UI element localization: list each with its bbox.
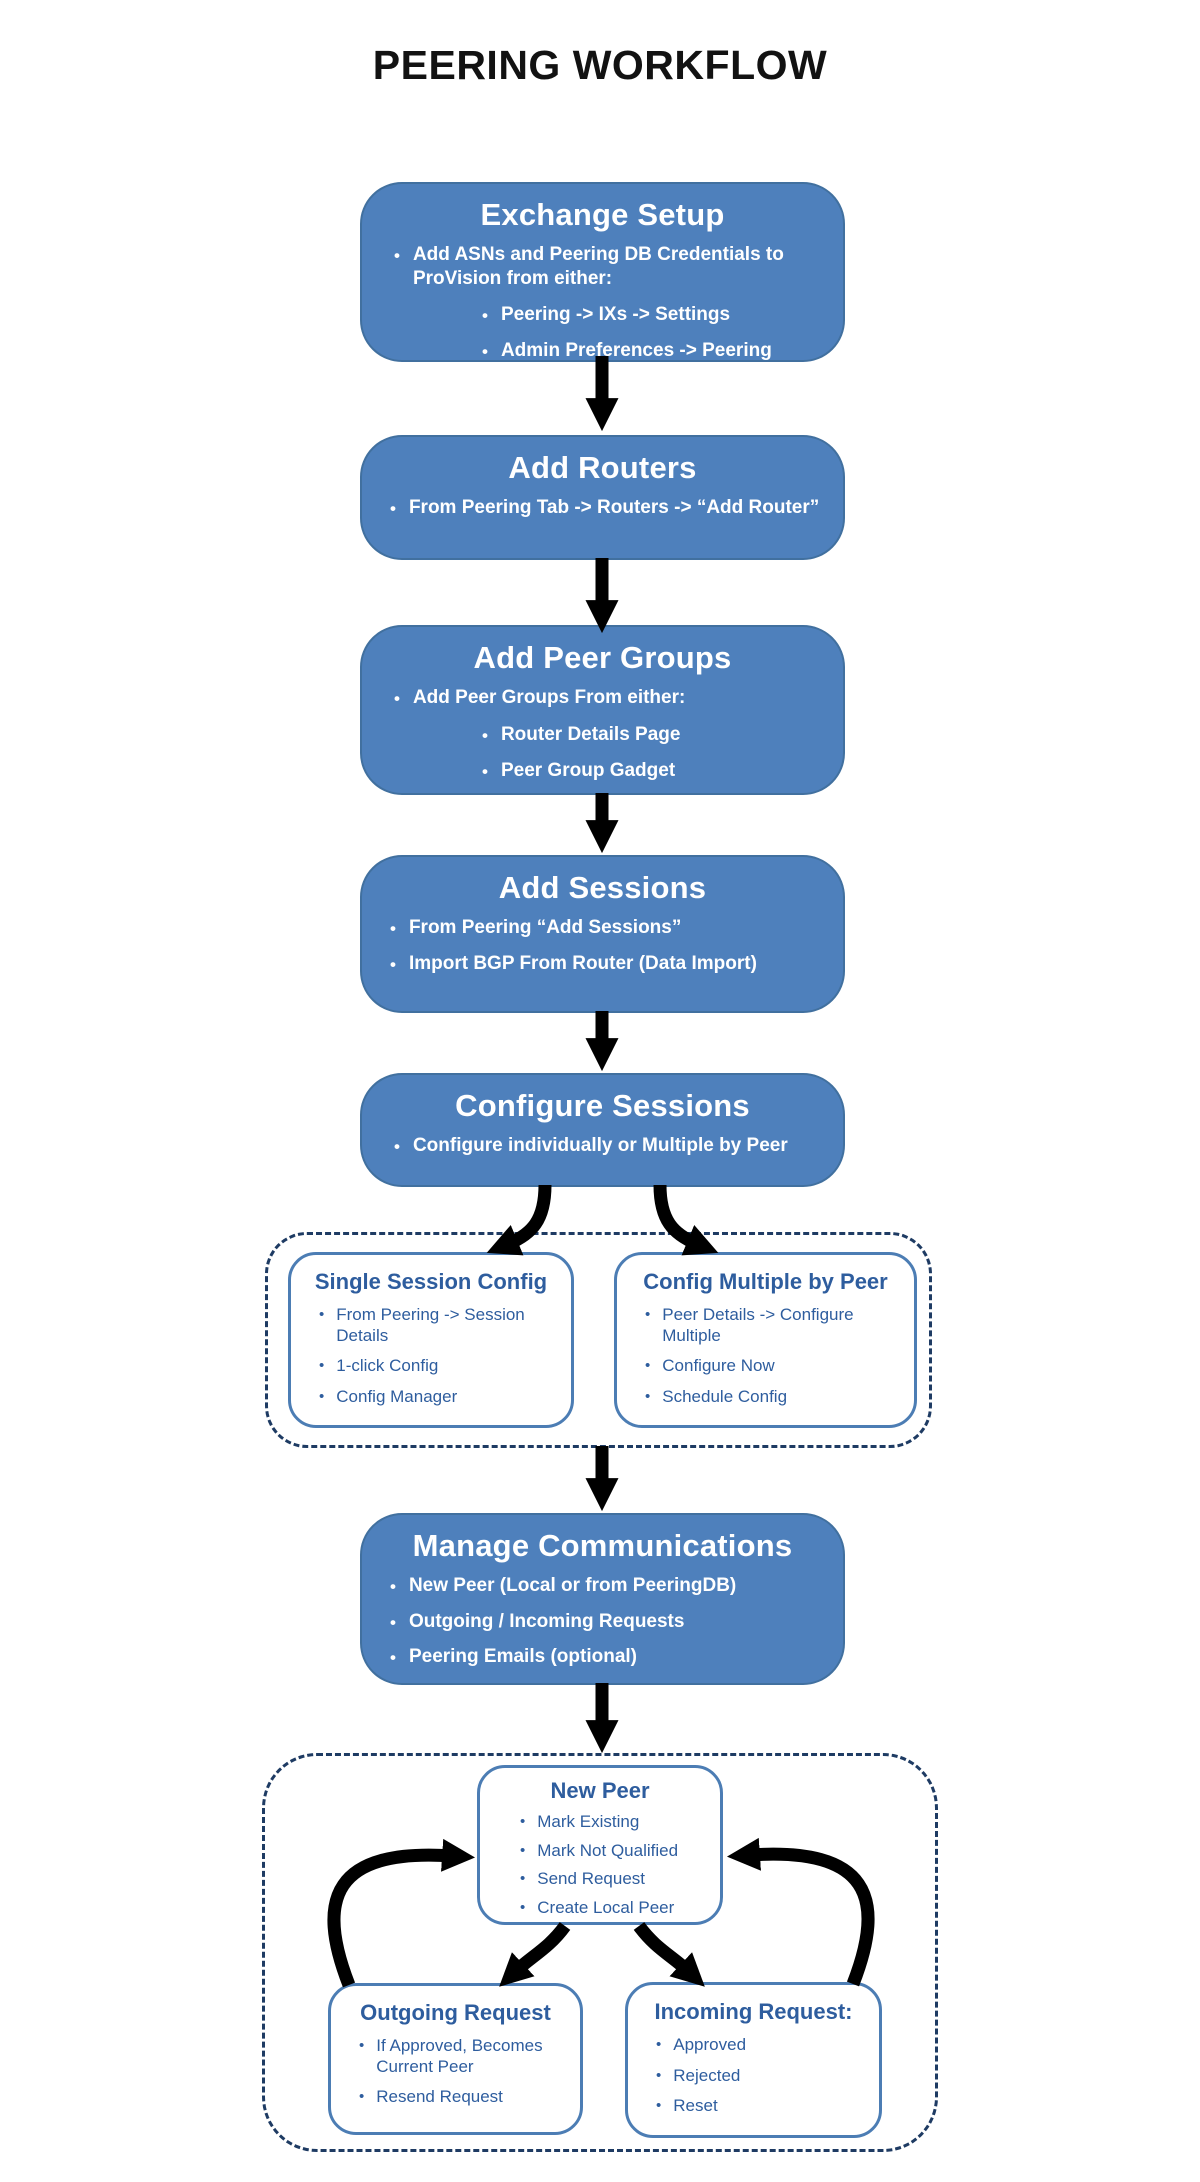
- add-routers-box: Add Routers From Peering Tab -> Routers …: [360, 435, 845, 560]
- sub-bullets: Peering -> IXs -> Settings Admin Prefere…: [362, 303, 843, 365]
- bullet-dot-icon: [359, 2087, 364, 2108]
- sub-bullets: Router Details Page Peer Group Gadget: [362, 723, 843, 785]
- bullet-item: 1-click Config: [291, 1356, 571, 1377]
- add-peer-groups-title: Add Peer Groups: [473, 640, 732, 675]
- bullet-dot-icon: [359, 2036, 364, 2077]
- config-multiple-by-peer-title: Config Multiple by Peer: [643, 1269, 888, 1294]
- exchange-setup-box: Exchange Setup Add ASNs and Peering DB C…: [360, 182, 845, 362]
- incoming-request-title: Incoming Request:: [654, 1999, 853, 2024]
- exchange-setup-title: Exchange Setup: [480, 197, 725, 232]
- bullet-item: Add Peer Groups From either:: [362, 686, 843, 712]
- bullet-dot-icon: [656, 2035, 661, 2056]
- bullet-item: Mark Not Qualified: [480, 1841, 720, 1862]
- manage-communications-title: Manage Communications: [412, 1528, 793, 1563]
- bullet-dot-icon: [390, 1574, 396, 1600]
- bullet-dot-icon: [645, 1305, 650, 1346]
- bullet-dot-icon: [482, 303, 488, 329]
- incoming-request-box: Incoming Request: Approved Rejected Rese…: [625, 1982, 882, 2138]
- bullet-dot-icon: [656, 2096, 661, 2117]
- bullet-dot-icon: [520, 1869, 525, 1890]
- bullet-dot-icon: [645, 1356, 650, 1377]
- bullet-item: Configure individually or Multiple by Pe…: [362, 1134, 843, 1160]
- bullet-dot-icon: [482, 723, 488, 749]
- bullet-item: Peering -> IXs -> Settings: [362, 303, 843, 329]
- bullet-item: Configure Now: [617, 1356, 914, 1377]
- bullet-item: Config Manager: [291, 1387, 571, 1408]
- bullet-dot-icon: [319, 1387, 324, 1408]
- bullet-item: Outgoing / Incoming Requests: [362, 1610, 843, 1636]
- single-session-config-bullets: From Peering -> Session Details 1-click …: [291, 1305, 571, 1408]
- bullet-dot-icon: [390, 916, 396, 942]
- bullet-dot-icon: [394, 686, 400, 712]
- bullet-item: Send Request: [480, 1869, 720, 1890]
- add-routers-title: Add Routers: [508, 450, 697, 485]
- bullet-item: Admin Preferences -> Peering: [362, 339, 843, 365]
- bullet-item: Mark Existing: [480, 1812, 720, 1833]
- bullet-item: Import BGP From Router (Data Import): [362, 952, 843, 978]
- manage-communications-bullets: New Peer (Local or from PeeringDB) Outgo…: [362, 1574, 843, 1671]
- page-title: PEERING WORKFLOW: [372, 42, 828, 88]
- bullet-dot-icon: [394, 1134, 400, 1160]
- bullet-item: Reset: [628, 2096, 879, 2117]
- bullet-dot-icon: [520, 1898, 525, 1919]
- outgoing-request-box: Outgoing Request If Approved, Becomes Cu…: [328, 1983, 583, 2135]
- bullet-item: New Peer (Local or from PeeringDB): [362, 1574, 843, 1600]
- configure-sessions-bullets: Configure individually or Multiple by Pe…: [362, 1134, 843, 1160]
- bullet-item: From Peering Tab -> Routers -> “Add Rout…: [362, 496, 843, 522]
- bullet-item: Peering Emails (optional): [362, 1645, 843, 1671]
- new-peer-bullets: Mark Existing Mark Not Qualified Send Re…: [480, 1812, 720, 1919]
- bullet-item: Create Local Peer: [480, 1898, 720, 1919]
- bullet-item: Peer Group Gadget: [362, 759, 843, 785]
- outgoing-request-bullets: If Approved, Becomes Current Peer Resend…: [331, 2036, 580, 2108]
- bullet-item: Peer Details -> Configure Multiple: [617, 1305, 914, 1346]
- add-sessions-title: Add Sessions: [498, 870, 707, 905]
- bullet-item: Add ASNs and Peering DB Credentials to P…: [362, 243, 843, 292]
- single-session-config-box: Single Session Config From Peering -> Se…: [288, 1252, 574, 1428]
- bullet-dot-icon: [390, 496, 396, 522]
- add-sessions-bullets: From Peering “Add Sessions” Import BGP F…: [362, 916, 843, 977]
- outgoing-request-title: Outgoing Request: [360, 2000, 551, 2025]
- bullet-item: Router Details Page: [362, 723, 843, 749]
- new-peer-title: New Peer: [550, 1778, 650, 1803]
- configure-sessions-title: Configure Sessions: [455, 1088, 750, 1123]
- manage-communications-box: Manage Communications New Peer (Local or…: [360, 1513, 845, 1685]
- add-peer-groups-bullets: Add Peer Groups From either: Router Deta…: [362, 686, 843, 785]
- bullet-item: If Approved, Becomes Current Peer: [331, 2036, 580, 2077]
- bullet-dot-icon: [645, 1387, 650, 1408]
- config-multiple-by-peer-box: Config Multiple by Peer Peer Details -> …: [614, 1252, 917, 1428]
- bullet-item: Rejected: [628, 2066, 879, 2087]
- bullet-dot-icon: [656, 2066, 661, 2087]
- bullet-dot-icon: [390, 1645, 396, 1671]
- bullet-dot-icon: [520, 1812, 525, 1833]
- add-peer-groups-box: Add Peer Groups Add Peer Groups From eit…: [360, 625, 845, 795]
- bullet-item: Approved: [628, 2035, 879, 2056]
- bullet-dot-icon: [482, 339, 488, 365]
- communications-cycle-group: [262, 1753, 938, 2152]
- bullet-dot-icon: [394, 243, 400, 292]
- add-sessions-box: Add Sessions From Peering “Add Sessions”…: [360, 855, 845, 1013]
- bullet-dot-icon: [319, 1305, 324, 1346]
- bullet-dot-icon: [319, 1356, 324, 1377]
- add-routers-bullets: From Peering Tab -> Routers -> “Add Rout…: [362, 496, 843, 522]
- bullet-item: From Peering -> Session Details: [291, 1305, 571, 1346]
- bullet-item: Schedule Config: [617, 1387, 914, 1408]
- bullet-item: From Peering “Add Sessions”: [362, 916, 843, 942]
- bullet-dot-icon: [390, 1610, 396, 1636]
- bullet-dot-icon: [390, 952, 396, 978]
- bullet-item: Resend Request: [331, 2087, 580, 2108]
- bullet-dot-icon: [520, 1841, 525, 1862]
- single-session-config-title: Single Session Config: [314, 1269, 548, 1294]
- incoming-request-bullets: Approved Rejected Reset: [628, 2035, 879, 2117]
- new-peer-box: New Peer Mark Existing Mark Not Qualifie…: [477, 1765, 723, 1925]
- bullet-dot-icon: [482, 759, 488, 785]
- configure-sessions-box: Configure Sessions Configure individuall…: [360, 1073, 845, 1187]
- config-multiple-by-peer-bullets: Peer Details -> Configure Multiple Confi…: [617, 1305, 914, 1408]
- exchange-setup-bullets: Add ASNs and Peering DB Credentials to P…: [362, 243, 843, 365]
